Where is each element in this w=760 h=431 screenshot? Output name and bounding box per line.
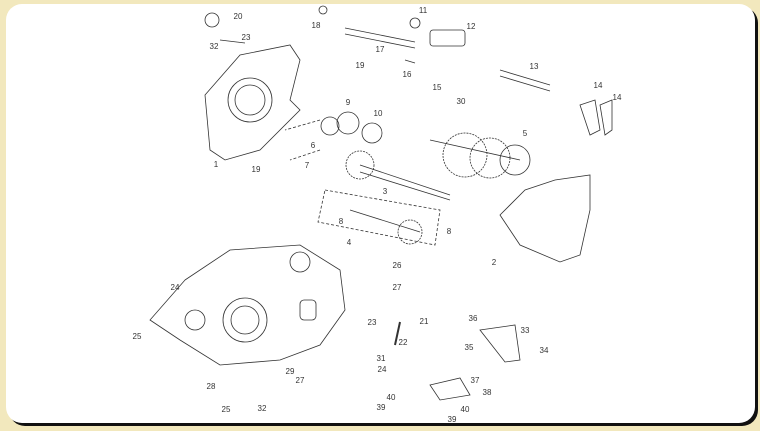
part-callout-29: 29: [285, 367, 295, 376]
part-callout-5: 5: [522, 129, 528, 138]
part-callout-40: 40: [460, 405, 470, 414]
part-callout-2: 2: [491, 258, 497, 267]
part-callout-36: 36: [468, 314, 478, 323]
part-callout-27: 27: [295, 376, 305, 385]
part-callout-14: 14: [612, 93, 622, 102]
part-callout-24: 24: [377, 365, 387, 374]
part-callout-26: 26: [392, 261, 402, 270]
part-callout-12: 12: [466, 22, 476, 31]
diagram-panel: [6, 4, 755, 423]
part-callout-7: 7: [304, 161, 310, 170]
part-callout-37: 37: [470, 376, 480, 385]
exploded-parts-diagram: [149, 5, 613, 401]
part-callout-39: 39: [376, 403, 386, 412]
part-callout-17: 17: [375, 45, 385, 54]
part-callout-39: 39: [447, 415, 457, 424]
part-callout-19: 19: [251, 165, 261, 174]
crankcase-cover-part: [204, 44, 301, 161]
part-callout-35: 35: [464, 343, 474, 352]
gasket-part: [499, 174, 591, 263]
part-callout-19: 19: [355, 61, 365, 70]
part-callout-31: 31: [376, 354, 386, 363]
part-callout-1: 1: [213, 160, 219, 169]
part-callout-3: 3: [382, 187, 388, 196]
part-callout-20: 20: [233, 12, 243, 21]
part-callout-28: 28: [206, 382, 216, 391]
part-callout-32: 32: [257, 404, 267, 413]
part-callout-23: 23: [241, 33, 251, 42]
part-callout-22: 22: [398, 338, 408, 347]
part-callout-9: 9: [345, 98, 351, 107]
part-callout-15: 15: [432, 83, 442, 92]
part-callout-10: 10: [373, 109, 383, 118]
part-callout-21: 21: [419, 317, 429, 326]
part-callout-8: 8: [338, 217, 344, 226]
part-callout-16: 16: [402, 70, 412, 79]
part-callout-25: 25: [132, 332, 142, 341]
part-callout-40: 40: [386, 393, 396, 402]
part-callout-11: 11: [418, 6, 428, 15]
part-callout-27: 27: [392, 283, 402, 292]
part-callout-4: 4: [346, 238, 352, 247]
part-callout-13: 13: [529, 62, 539, 71]
part-callout-8: 8: [446, 227, 452, 236]
part-callout-24: 24: [170, 283, 180, 292]
part-callout-34: 34: [539, 346, 549, 355]
part-callout-6: 6: [310, 141, 316, 150]
part-callout-14: 14: [593, 81, 603, 90]
part-callout-33: 33: [520, 326, 530, 335]
crankcase-part: [149, 244, 346, 366]
part-callout-18: 18: [311, 21, 321, 30]
part-callout-38: 38: [482, 388, 492, 397]
part-callout-23: 23: [367, 318, 377, 327]
part-callout-32: 32: [209, 42, 219, 51]
part-callout-30: 30: [456, 97, 466, 106]
part-callout-25: 25: [221, 405, 231, 414]
